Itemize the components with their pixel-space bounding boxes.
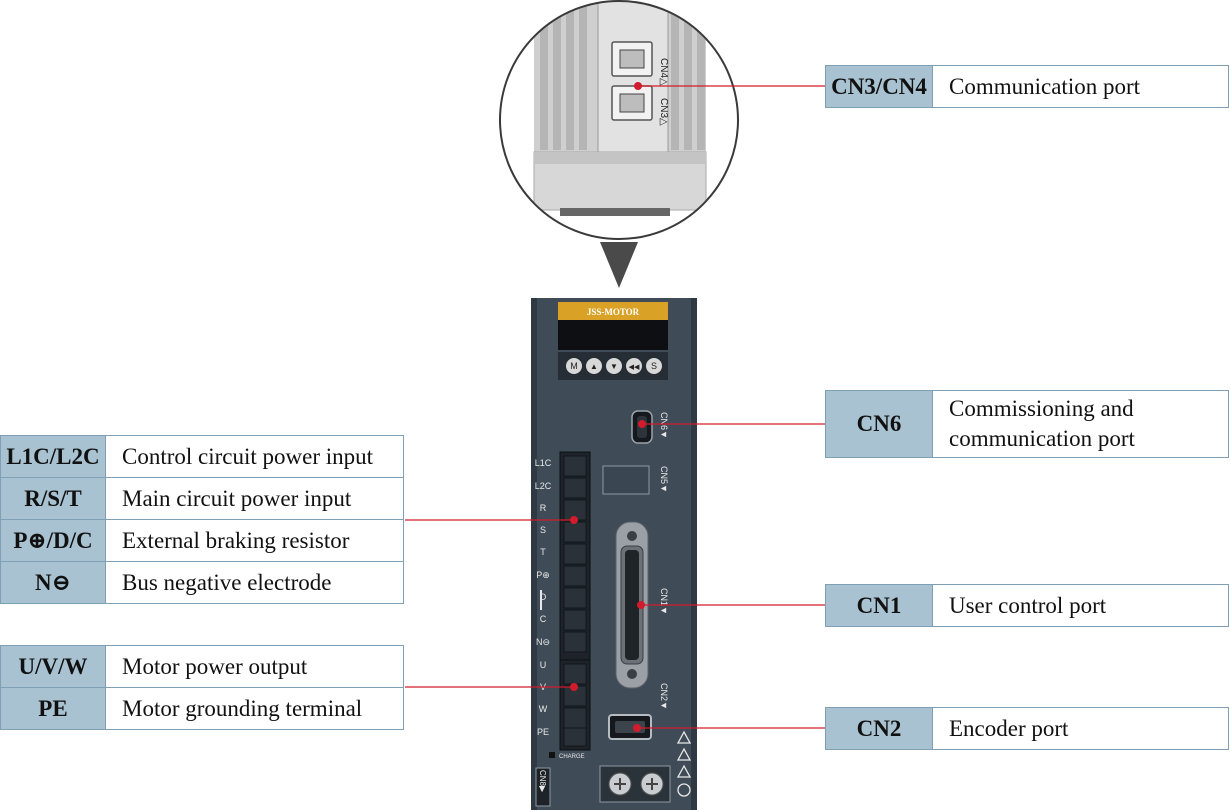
table-row: CN6 Commissioning and communication port <box>825 390 1229 458</box>
callout-key: CN6 <box>825 390 933 458</box>
cn1-connector <box>615 521 649 689</box>
zoom-cn3-label: CN3△ <box>658 98 669 126</box>
motor-terminal-table: U/V/W Motor power output PE Motor ground… <box>0 645 404 730</box>
key-up-label: ▲ <box>590 362 598 371</box>
table-key: R/S/T <box>0 477 106 520</box>
callout-key: CN1 <box>825 584 933 627</box>
table-key: N⊖ <box>0 561 106 604</box>
cn8-device-label: CN8▶ <box>538 770 547 793</box>
table-desc: External braking resistor <box>105 519 404 562</box>
table-desc: Motor power output <box>105 645 404 688</box>
terminal-label-l2c: L2C <box>535 481 552 491</box>
key-shift-label: ◀◀ <box>629 364 640 371</box>
table-row: PE Motor grounding terminal <box>0 687 404 730</box>
servo-drive-body: JSS-MOTOR M ▲ ▼ ◀◀ S <box>531 298 697 810</box>
zoom-pointer-triangle <box>600 242 638 288</box>
brand-plate <box>558 302 668 320</box>
table-row: CN2 Encoder port <box>825 707 1229 750</box>
keypad: M ▲ ▼ ◀◀ S <box>566 358 662 374</box>
zoom-cn4-label: CN4△ <box>658 58 669 86</box>
table-key: U/V/W <box>0 645 106 688</box>
callout-cn1: CN1 User control port <box>825 584 1229 627</box>
terminal-label-s: S <box>540 525 546 535</box>
power-terminal-table: L1C/L2C Control circuit power input R/S/… <box>0 435 404 604</box>
table-row: CN3/CN4 Communication port <box>825 65 1229 108</box>
key-down[interactable] <box>606 358 622 374</box>
power-terminal-block <box>559 451 591 661</box>
table-row: R/S/T Main circuit power input <box>0 477 404 520</box>
brand-text: JSS-MOTOR <box>587 307 640 317</box>
callout-cn6: CN6 Commissioning and communication port <box>825 390 1229 458</box>
table-key: PE <box>0 687 106 730</box>
leader-dots <box>570 82 646 732</box>
cn5-port <box>602 465 650 495</box>
table-key: L1C/L2C <box>0 435 106 478</box>
table-desc: Bus negative electrode <box>105 561 404 604</box>
callout-desc: Communication port <box>932 65 1229 108</box>
table-row: P⊕/D/C External braking resistor <box>0 519 404 562</box>
key-set-label: S <box>651 361 657 371</box>
key-m[interactable] <box>566 358 582 374</box>
terminal-label-l1c: L1C <box>535 458 552 468</box>
callout-key: CN3/CN4 <box>825 65 933 108</box>
leader-lines <box>405 85 826 729</box>
callout-key: CN2 <box>825 707 933 750</box>
table-row: CN1 User control port <box>825 584 1229 627</box>
ground-screws <box>599 765 671 803</box>
terminal-label-p: P⊕ <box>536 570 550 580</box>
terminal-label-pe: PE <box>537 727 549 737</box>
callout-desc: Encoder port <box>932 707 1229 750</box>
callout-cn3cn4: CN3/CN4 Communication port <box>825 65 1229 108</box>
terminal-label-w: W <box>539 704 548 714</box>
cn2-device-label: CN2▼ <box>659 683 669 710</box>
table-desc: Control circuit power input <box>105 435 404 478</box>
terminal-label-t: T <box>540 547 546 557</box>
table-row: N⊖ Bus negative electrode <box>0 561 404 604</box>
cn1-device-label: CN1▼ <box>659 588 669 615</box>
callout-desc: User control port <box>932 584 1229 627</box>
table-desc: Motor grounding terminal <box>105 687 404 730</box>
cn5-device-label: CN5▼ <box>659 466 669 493</box>
terminal-label-u: U <box>540 660 547 670</box>
motor-terminal-block <box>559 659 591 751</box>
table-key: P⊕/D/C <box>0 519 106 562</box>
key-set[interactable] <box>646 358 662 374</box>
zoom-detail-circle: CN4△ CN3△ <box>499 0 739 240</box>
terminal-label-d: D <box>540 592 547 602</box>
terminal-label-r: R <box>540 503 547 513</box>
table-desc: Main circuit power input <box>105 477 404 520</box>
cn6-device-label: CN6▼ <box>659 412 669 439</box>
charge-label: CHARGE <box>559 754 585 760</box>
key-up[interactable] <box>586 358 602 374</box>
key-shift[interactable] <box>626 358 642 374</box>
callout-desc-line2: communication port <box>949 426 1135 451</box>
table-row: L1C/L2C Control circuit power input <box>0 435 404 478</box>
warning-icons <box>676 730 692 797</box>
table-row: U/V/W Motor power output <box>0 645 404 688</box>
callout-desc: Commissioning and communication port <box>932 390 1229 458</box>
callout-desc-line1: Commissioning and <box>949 396 1134 421</box>
terminal-label-c: C <box>540 614 547 624</box>
display-screen <box>558 320 668 350</box>
key-m-label: M <box>570 361 578 371</box>
key-down-label: ▼ <box>610 362 618 371</box>
callout-cn2: CN2 Encoder port <box>825 707 1229 750</box>
terminal-label-n: N⊖ <box>536 637 550 647</box>
